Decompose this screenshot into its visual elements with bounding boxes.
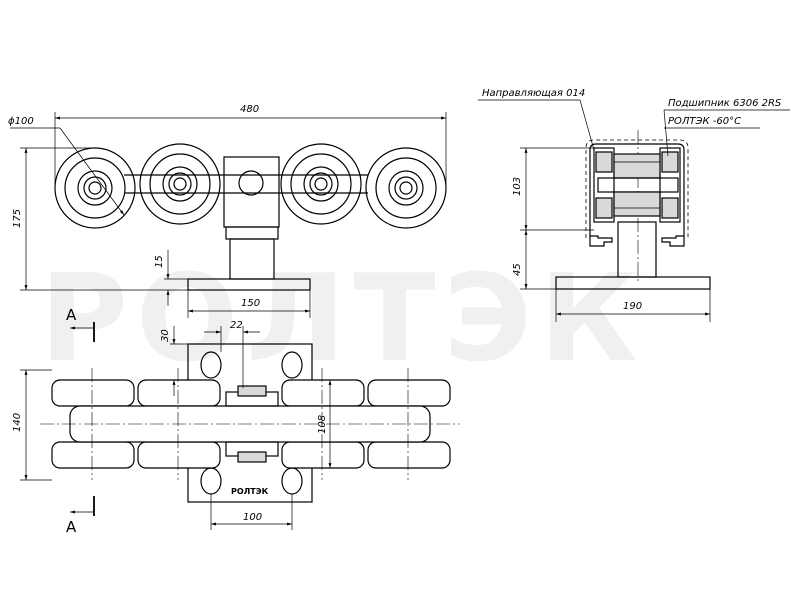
bearing-note: Подшипник 6306 2RS [668,98,782,109]
dim-140-label: 140 [12,413,23,432]
watermark: РОЛТЭК [40,250,646,389]
width-label: 480 [240,104,259,115]
height-upper-label: 103 [512,177,523,196]
hub [613,153,661,179]
center-block [223,156,280,228]
plate-thickness-label: 15 [154,255,165,268]
plate-width-label: 150 [241,298,260,309]
side-base [555,276,711,290]
guide-rail-outline [585,139,689,238]
section-mark-top: A [66,306,77,324]
base-plate [187,278,311,291]
wheel-2 [139,143,221,225]
diameter-label: ϕ100 [8,116,34,127]
brand-temp-note: РОЛТЭК -60°С [668,116,741,127]
dim-22-label: 22 [230,320,243,331]
height-label: 175 [12,209,23,228]
base-width-label: 190 [623,301,642,312]
wheel-4 [365,147,447,229]
plate-brand: РОЛТЭК [231,487,269,496]
front-view: ϕ100 480 175 15 150 [8,104,447,318]
dim-108-label: 108 [317,415,328,434]
section-mark-bottom: A [66,518,77,536]
dim-30-label: 30 [160,329,171,342]
dim-100-label: 100 [243,512,262,523]
center-hole [238,170,264,196]
side-view: 103 45 190 Направляющая 014 Подшипник 63… [478,88,790,322]
guide-note: Направляющая 014 [482,88,585,99]
height-lower-label: 45 [512,263,523,276]
wheel-1 [54,147,136,229]
wheel-3 [280,143,362,225]
top-view: РОЛТЭК A A 30 22 140 108 100 [12,306,460,536]
